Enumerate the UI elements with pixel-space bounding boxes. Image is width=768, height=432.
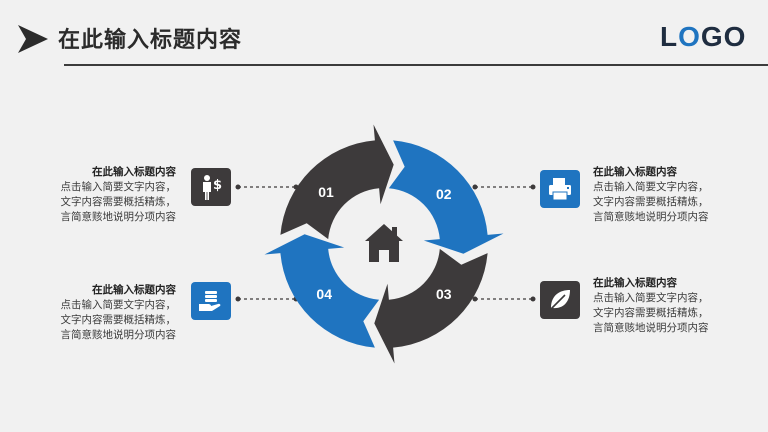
segment-label-3: 03 <box>436 286 452 302</box>
svg-text:$: $ <box>213 178 222 193</box>
item-2-text: 在此输入标题内容 点击输入简要文字内容， 文字内容需要概括精炼， 言简意赅地说明… <box>593 165 753 225</box>
segment-label-2: 02 <box>436 186 452 202</box>
item-3-icon-box <box>540 281 580 319</box>
printer-icon <box>549 178 571 201</box>
segment-label-4: 04 <box>316 286 332 302</box>
item-4-title: 在此输入标题内容 <box>92 284 176 296</box>
item-1-text: 在此输入标题内容 点击输入简要文字内容， 文字内容需要概括精炼， 言简意赅地说明… <box>16 165 177 225</box>
item-1-title: 在此输入标题内容 <box>92 166 176 178</box>
item-1-icon-box: $ <box>191 168 231 206</box>
hand-money-icon <box>199 291 221 311</box>
leaf-icon <box>548 290 570 312</box>
item-4-icon-box <box>191 282 231 320</box>
header-divider <box>64 64 768 66</box>
connector-dot-3 <box>472 296 478 302</box>
connector-dot-2 <box>472 184 478 190</box>
cycle-segment-2 <box>388 140 504 254</box>
item-3-text: 在此输入标题内容 点击输入简要文字内容， 文字内容需要概括精炼， 言简意赅地说明… <box>593 276 753 336</box>
cycle-segment-1 <box>280 124 394 240</box>
item-4-text: 在此输入标题内容 点击输入简要文字内容， 文字内容需要概括精炼， 言简意赅地说明… <box>16 283 177 343</box>
logo: LOGO <box>660 21 747 52</box>
person-dollar-icon: $ <box>203 175 222 200</box>
page-title: 在此输入标题内容 <box>58 28 243 53</box>
item-2-icon-box <box>540 170 580 208</box>
item-3-title: 在此输入标题内容 <box>593 277 677 289</box>
cycle-segment-3 <box>374 248 488 364</box>
item-2-title: 在此输入标题内容 <box>593 166 677 178</box>
title-arrow-icon <box>18 25 48 53</box>
home-icon <box>365 224 403 262</box>
segment-label-1: 01 <box>318 184 334 200</box>
cycle-segment-4 <box>264 234 380 348</box>
